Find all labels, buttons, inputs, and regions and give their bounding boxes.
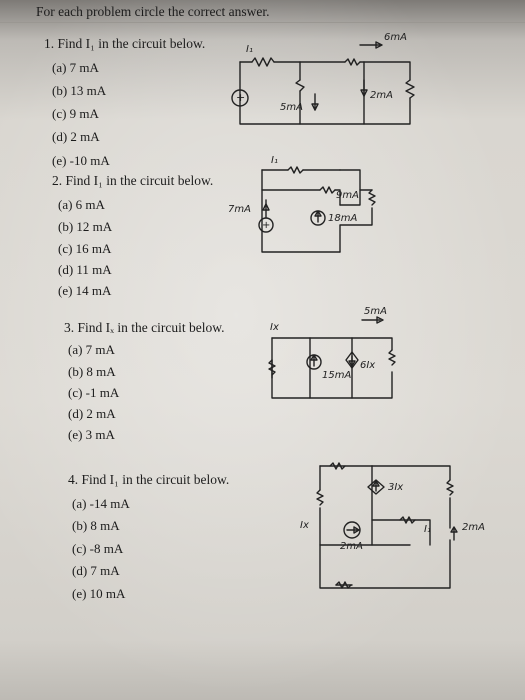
c4-resistor-left bbox=[316, 489, 324, 506]
c1-label-2ma: 2mA bbox=[370, 90, 393, 101]
c2-resistor-top bbox=[287, 166, 304, 174]
c1-resistor-top-left bbox=[251, 57, 275, 67]
c3-resistor-left bbox=[268, 359, 276, 376]
c2-label-current: I₁ bbox=[271, 155, 278, 166]
c1-label-6ma: 6mA bbox=[384, 32, 407, 43]
problem-4-option-a[interactable]: (a) -14 mA bbox=[72, 496, 130, 511]
c2-label-plus: + bbox=[262, 220, 270, 231]
c4-current-source-mid bbox=[343, 521, 361, 539]
problem-1-option-d[interactable]: (d) 2 mA bbox=[52, 129, 100, 144]
c2-label-7ma: 7mA bbox=[228, 204, 251, 215]
problem-3-option-d[interactable]: (d) 2 mA bbox=[68, 406, 116, 421]
circuit-2: I₁ 7mA 9mA 18mA + bbox=[228, 155, 376, 253]
problem-3-option-a[interactable]: (a) 7 mA bbox=[68, 342, 115, 357]
c1-current-source-right bbox=[360, 89, 368, 97]
c4-label-2ma-mid: 2mA bbox=[340, 541, 363, 552]
problem-1-option-e[interactable]: (e) -10 mA bbox=[52, 153, 110, 168]
problem-1-option-b[interactable]: (b) 13 mA bbox=[52, 83, 107, 98]
c1-voltage-source bbox=[231, 89, 249, 107]
problem-2-option-a[interactable]: (a) 6 mA bbox=[58, 197, 105, 212]
c3-label-6ix: 6Ix bbox=[360, 360, 375, 371]
c4-label-2ma-right: 2mA bbox=[462, 522, 485, 533]
circuit-3: Ix 5mA 15mA 6Ix bbox=[268, 306, 396, 399]
c2-resistor-mid bbox=[319, 186, 336, 194]
c3-dependent-source bbox=[345, 351, 359, 369]
c1-top-arrow bbox=[375, 41, 383, 49]
problem-4-option-b[interactable]: (b) 8 mA bbox=[72, 518, 120, 533]
problem-4-option-d[interactable]: (d) 7 mA bbox=[72, 563, 120, 578]
c3-top-arrow bbox=[376, 316, 384, 324]
c2-current-source-left bbox=[262, 203, 270, 211]
problem-1-question: 1. Find I₁ in the circuit below. bbox=[44, 36, 206, 51]
problem-4-option-e[interactable]: (e) 10 mA bbox=[72, 586, 126, 601]
problem-4-question: 4. Find I₁ in the circuit below. bbox=[68, 472, 230, 487]
page-edge-line bbox=[0, 22, 525, 23]
c1-resistor-top-right bbox=[344, 58, 361, 66]
c4-resistor-right bbox=[446, 479, 454, 496]
problem-3-question: 3. Find Iₓ in the circuit below. bbox=[64, 320, 225, 335]
c4-current-source-right bbox=[450, 526, 458, 533]
c2-label-9ma: 9mA bbox=[336, 190, 359, 201]
c1-label-plus: + bbox=[236, 91, 245, 104]
problem-2-question: 2. Find I₁ in the circuit below. bbox=[52, 173, 214, 188]
c3-label-15ma: 15mA bbox=[322, 370, 351, 381]
c1-label-current: I₁ bbox=[246, 44, 253, 55]
circuit-1: I₁ + 6mA 5mA 2mA bbox=[231, 32, 415, 125]
problem-3-option-b[interactable]: (b) 8 mA bbox=[68, 364, 116, 379]
c4-resistor-bottom bbox=[335, 581, 352, 589]
c4-label-ix: Ix bbox=[300, 520, 309, 531]
c3-resistor-right bbox=[388, 349, 396, 366]
c1-resistor-right bbox=[405, 79, 415, 99]
problem-2-option-e[interactable]: (e) 14 mA bbox=[58, 283, 112, 298]
problem-2-option-c[interactable]: (c) 16 mA bbox=[58, 241, 112, 256]
c2-label-18ma: 18mA bbox=[328, 213, 357, 224]
problem-1-option-c[interactable]: (c) 9 mA bbox=[52, 106, 99, 121]
circuit-4: Ix 3Ix I₁ 2mA 2mA bbox=[300, 462, 485, 589]
problem-3-option-e[interactable]: (e) 3 mA bbox=[68, 427, 115, 442]
c1-label-5ma: 5mA bbox=[280, 102, 303, 113]
c3-label-5ma: 5mA bbox=[364, 306, 387, 317]
problem-3-option-c[interactable]: (c) -1 mA bbox=[68, 385, 120, 400]
problem-1-option-a[interactable]: (a) 7 mA bbox=[52, 60, 99, 75]
problem-4-option-c[interactable]: (c) -8 mA bbox=[72, 541, 124, 556]
c4-resistor-top bbox=[329, 462, 346, 470]
c4-dependent-source bbox=[367, 479, 385, 495]
c2-resistor-right bbox=[368, 189, 376, 206]
problem-2-option-d[interactable]: (d) 11 mA bbox=[58, 262, 112, 277]
c4-label-3ix: 3Ix bbox=[388, 482, 403, 493]
problem-2-option-b[interactable]: (b) 12 mA bbox=[58, 219, 113, 234]
c3-label-current: Ix bbox=[270, 322, 279, 333]
page-header: For each problem circle the correct answ… bbox=[36, 4, 270, 19]
c4-label-i1: I₁ bbox=[424, 524, 431, 535]
